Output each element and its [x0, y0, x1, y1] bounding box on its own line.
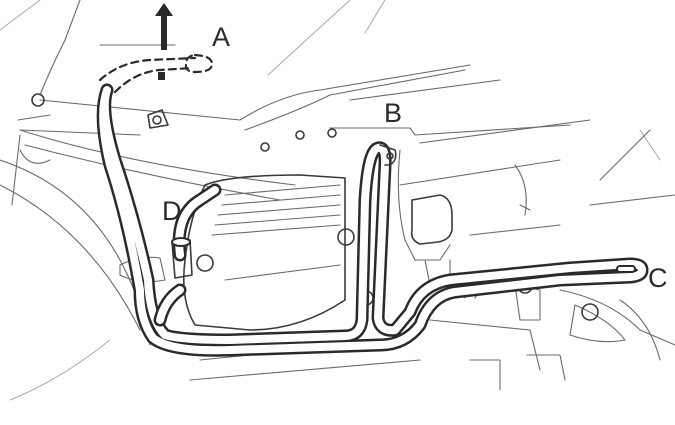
mount-a-dashed-outline: [98, 53, 214, 94]
label-d: D: [162, 196, 182, 226]
label-b: B: [384, 98, 403, 128]
label-a: A: [212, 22, 231, 52]
label-c: C: [648, 263, 668, 293]
up-arrow-icon: [155, 3, 173, 50]
crash-bar: [96, 83, 649, 357]
slot-c-icon: [616, 265, 636, 273]
mount-a-bolt-icon: [158, 72, 165, 80]
